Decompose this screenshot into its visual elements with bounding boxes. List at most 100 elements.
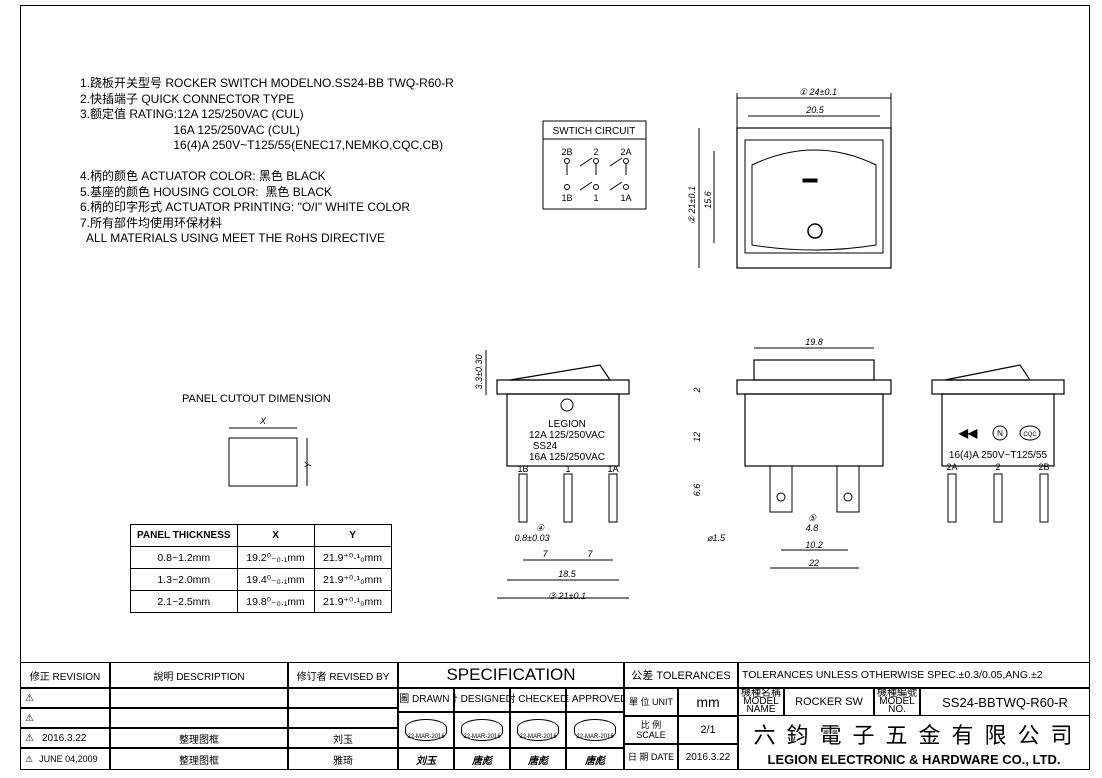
model-name-label: 機種名稱 MODEL NAME (738, 688, 784, 716)
company-name-en: LEGION ELECTRONIC & HARDWARE CO., LTD. (767, 752, 1061, 767)
circuit-label: 2 (593, 147, 598, 157)
role-drawn: 製 圖 DRAWN BY (398, 688, 454, 712)
top-view: ① 24±0.1 20.5 15.6 ② 21±0.1 (687, 87, 892, 269)
pin-label: 2 (995, 462, 1000, 472)
description-header: 說明 DESCRIPTION (110, 662, 288, 688)
table-header: Y (313, 524, 392, 547)
dim-label: 6.6 (692, 484, 702, 497)
front-view: LEGION 12A 125/250VAC SS24 16A 125/250VA… (474, 350, 630, 601)
stamp-cell: 22-MAR-2016 (454, 712, 510, 748)
cert-mark-icon: ◀◀ (958, 426, 978, 440)
revision-mark: ⚠ (20, 688, 110, 708)
specification-title: SPECIFICATION (398, 662, 624, 688)
body-label: 12A 125/250VAC (529, 430, 605, 441)
table-cell: 0.8~1.2mm (130, 546, 238, 569)
dim-label: 7 (542, 549, 548, 559)
revision-desc (110, 688, 288, 708)
side-view: 19.8 2 12 6.6 ⌀1.5 ⑤ 4.8 10.2 22 (692, 337, 892, 569)
date-value: 2016.3.22 (678, 744, 738, 770)
dim-label: 20.5 (805, 105, 825, 115)
technical-drawing: SWTICH CIRCUIT 2B 2 2A 1B 1 1A ① 24±0.1 … (228, 87, 1065, 601)
note-line: 16(4)A 250V~T125/55(ENEC17,NEMKO,CQC,CB) (80, 138, 444, 152)
table-cell: 19.2⁰₋₀.₁mm (236, 546, 315, 569)
note-line: 3.额定值 RATING:12A 125/250VAC (CUL) (80, 107, 304, 121)
table-row: 0.8~1.2mm 19.2⁰₋₀.₁mm 21.9⁺⁰·¹₀mm (130, 546, 392, 569)
table-cell: 21.9⁺⁰·¹₀mm (313, 590, 392, 613)
revision-desc: 整理图框 (110, 748, 288, 770)
scale-label: 比 例 SCALE (624, 716, 678, 744)
cutout-x-label: X (259, 416, 267, 426)
revision-date: JUNE 04,2009 (39, 754, 98, 764)
note-line: 5.基座的颜色 HOUSING COLOR: 黑色 BLACK (80, 184, 333, 199)
circuit-label: 1A (620, 193, 631, 203)
back-view: ◀◀ N CQC 16(4)A 250V~T125/55 2A 2 2B (931, 364, 1065, 523)
signature: 唐彪 (510, 748, 566, 770)
dim-label: ② 21±0.1 (687, 186, 697, 224)
dim-label: 7 (587, 549, 593, 559)
tolerances-header: 公差 TOLERANCES (624, 662, 738, 688)
role-designed: 設 計 DESIGNED BY (454, 688, 510, 712)
model-no: SS24-BBTWQ-R60-R (920, 688, 1090, 716)
spec-notes: 1.跷板开关型号 ROCKER SWITCH MODELNO.SS24-BB T… (80, 76, 454, 247)
circuit-label: 1B (561, 193, 572, 203)
dim-label: 15.6 (703, 191, 713, 209)
scale-value: 2/1 (678, 716, 738, 744)
warning-icon: ⚠ (25, 692, 34, 704)
pin-label: 1B (517, 464, 528, 474)
signature: 刘玉 (398, 748, 454, 770)
revision-date: 2016.3.22 (41, 732, 87, 744)
signature: 唐彪 (454, 748, 510, 770)
table-row: 1.3~2.0mm 19.4⁰₋₀.₁mm 21.9⁺⁰·¹₀mm (130, 568, 392, 591)
dim-label: 19.8 (805, 337, 823, 347)
approval-stamp: 22-MAR-2016 (517, 719, 559, 741)
table-header: PANEL THICKNESS (130, 524, 238, 547)
unit-label: 單 位 UNIT (624, 688, 678, 716)
table-cell: 19.8⁰₋₀.₁mm (236, 590, 315, 613)
signature: 唐彪 (566, 748, 624, 770)
dim-label: 0.8±0.03 (515, 533, 550, 543)
circuit-title: SWTICH CIRCUIT (553, 126, 636, 137)
note-line: 16A 125/250VAC (CUL) (80, 122, 300, 137)
tolerances-text: TOLERANCES UNLESS OTHERWISE SPEC.±0.3/0.… (738, 662, 1090, 688)
company-block: 六 鈞 電 子 五 金 有 限 公 司 LEGION ELECTRONIC & … (738, 716, 1090, 770)
pin-label: 2A (946, 462, 957, 472)
circuit-label: 2B (561, 147, 572, 157)
dim-label: ⌀1.5 (707, 533, 726, 543)
cert-cqc-label: CQC (1023, 432, 1037, 438)
cutout-y-label: Y (303, 461, 313, 468)
note-line: ALL MATERIALS USING MEET THE RoHS DIRECT… (80, 231, 385, 245)
revision-by (288, 688, 398, 708)
revision-by: 雅琦 (288, 748, 398, 770)
stamp-cell: 22-MAR-2016 (510, 712, 566, 748)
warning-icon: ⚠ (25, 712, 34, 724)
dim-label: ① 24±0.1 (799, 87, 837, 97)
table-header-row: PANEL THICKNESS X Y (130, 524, 392, 547)
dim-label: 12 (692, 432, 702, 442)
dim-label: 3.3±0.30 (474, 355, 484, 390)
company-name-cn: 六 鈞 電 子 五 金 有 限 公 司 (753, 724, 1075, 749)
pin-label: 1 (565, 464, 570, 474)
revision-desc: 整理图框 (110, 728, 288, 748)
title-block: 修正 REVISION 說明 DESCRIPTION 修订者 REVISED B… (20, 662, 1090, 770)
note-line: 1.跷板开关型号 ROCKER SWITCH MODELNO.SS24-BB T… (80, 76, 454, 90)
circuit-label: 1 (593, 193, 598, 203)
table-cell: 19.4⁰₋₀.₁mm (236, 568, 315, 591)
body-label: SS24 (533, 441, 558, 452)
approval-stamp: 22-MAR-2016 (461, 719, 503, 741)
date-label: 日 期 DATE (624, 744, 678, 770)
pin-label: 2B (1038, 462, 1049, 472)
note-line: 2.快插端子 QUICK CONNECTOR TYPE (80, 91, 295, 106)
cert-n-label: N (997, 429, 1003, 438)
panel-cutout: X Y (228, 416, 313, 487)
approval-stamp: 22-MAR-2016 (405, 719, 447, 741)
dim-label: ⑤ (808, 513, 817, 523)
cutout-title: PANEL CUTOUT DIMENSION (182, 393, 331, 405)
dim-label: ③ 21±0.1 (548, 591, 586, 601)
warning-icon: ⚠ (25, 732, 34, 744)
model-no-label: 機種編號 MODEL NO. (874, 688, 920, 716)
note-line: 4.柄的颜色 ACTUATOR COLOR: 黑色 BLACK (80, 169, 326, 183)
table-cell: 21.9⁺⁰·¹₀mm (313, 568, 392, 591)
dim-label: 22 (808, 558, 819, 568)
stamp-cell: 22-MAR-2016 (566, 712, 624, 748)
circuit-label: 2A (620, 147, 631, 157)
